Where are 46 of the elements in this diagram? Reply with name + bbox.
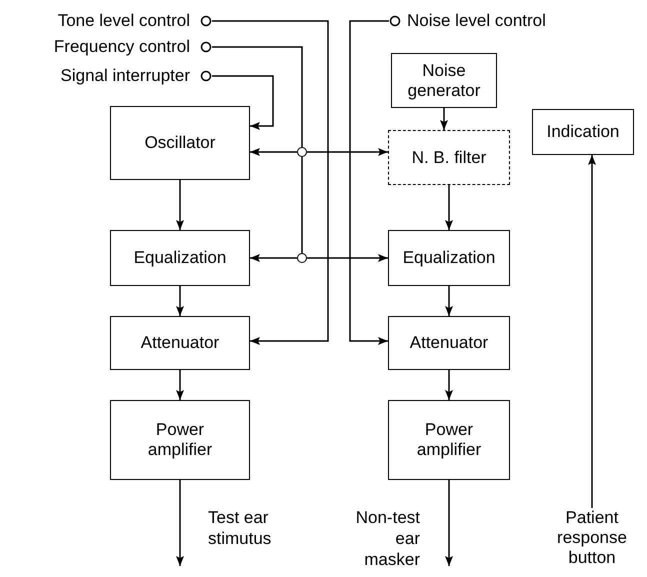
arrow <box>588 155 596 508</box>
arrow <box>349 20 389 345</box>
arrow <box>212 75 274 130</box>
block-box <box>388 400 510 480</box>
node-label: N. B. filter <box>412 148 486 168</box>
node-label: Oscillator <box>144 133 216 153</box>
node-label: Attenuator <box>140 333 220 353</box>
filter-box <box>388 130 510 185</box>
arrow <box>250 148 297 156</box>
node-label: Equalization <box>134 248 226 268</box>
block-box <box>110 106 250 180</box>
node-label: Noise generator <box>406 60 482 100</box>
arrow <box>176 286 184 316</box>
block-box <box>391 53 497 108</box>
node-label: Noise level control <box>407 11 546 31</box>
block-box <box>388 230 510 286</box>
node-label: Indication <box>546 122 620 142</box>
arrow <box>250 254 297 262</box>
block-box <box>110 400 250 480</box>
arrow <box>176 370 184 400</box>
connector-line <box>301 157 303 253</box>
arrow <box>176 180 184 230</box>
node-label: Frequency control <box>54 37 190 57</box>
arrow <box>445 370 453 400</box>
arrow <box>445 480 453 566</box>
arrow <box>176 480 184 566</box>
node-label: Attenuator <box>410 333 488 353</box>
arrow <box>440 108 448 130</box>
arrow <box>307 148 388 156</box>
node-label: Power amplifier <box>416 420 482 460</box>
node-label: Patient response button <box>556 508 628 568</box>
node-label: Equalization <box>402 248 496 268</box>
block-box <box>388 316 510 370</box>
node-label: Power amplifier <box>146 420 214 460</box>
node-label: Signal interrupter <box>60 66 190 86</box>
arrow <box>445 286 453 316</box>
arrow <box>212 20 329 345</box>
block-box <box>532 109 634 155</box>
block-box <box>110 316 250 370</box>
output-label: Test ear stimutus <box>208 507 270 549</box>
arrow <box>445 185 453 230</box>
arrow <box>307 254 388 262</box>
output-label: Non-test ear masker <box>354 507 420 570</box>
node-label: Tone level control <box>58 11 190 31</box>
connector-line <box>212 46 303 147</box>
block-box <box>110 230 250 286</box>
